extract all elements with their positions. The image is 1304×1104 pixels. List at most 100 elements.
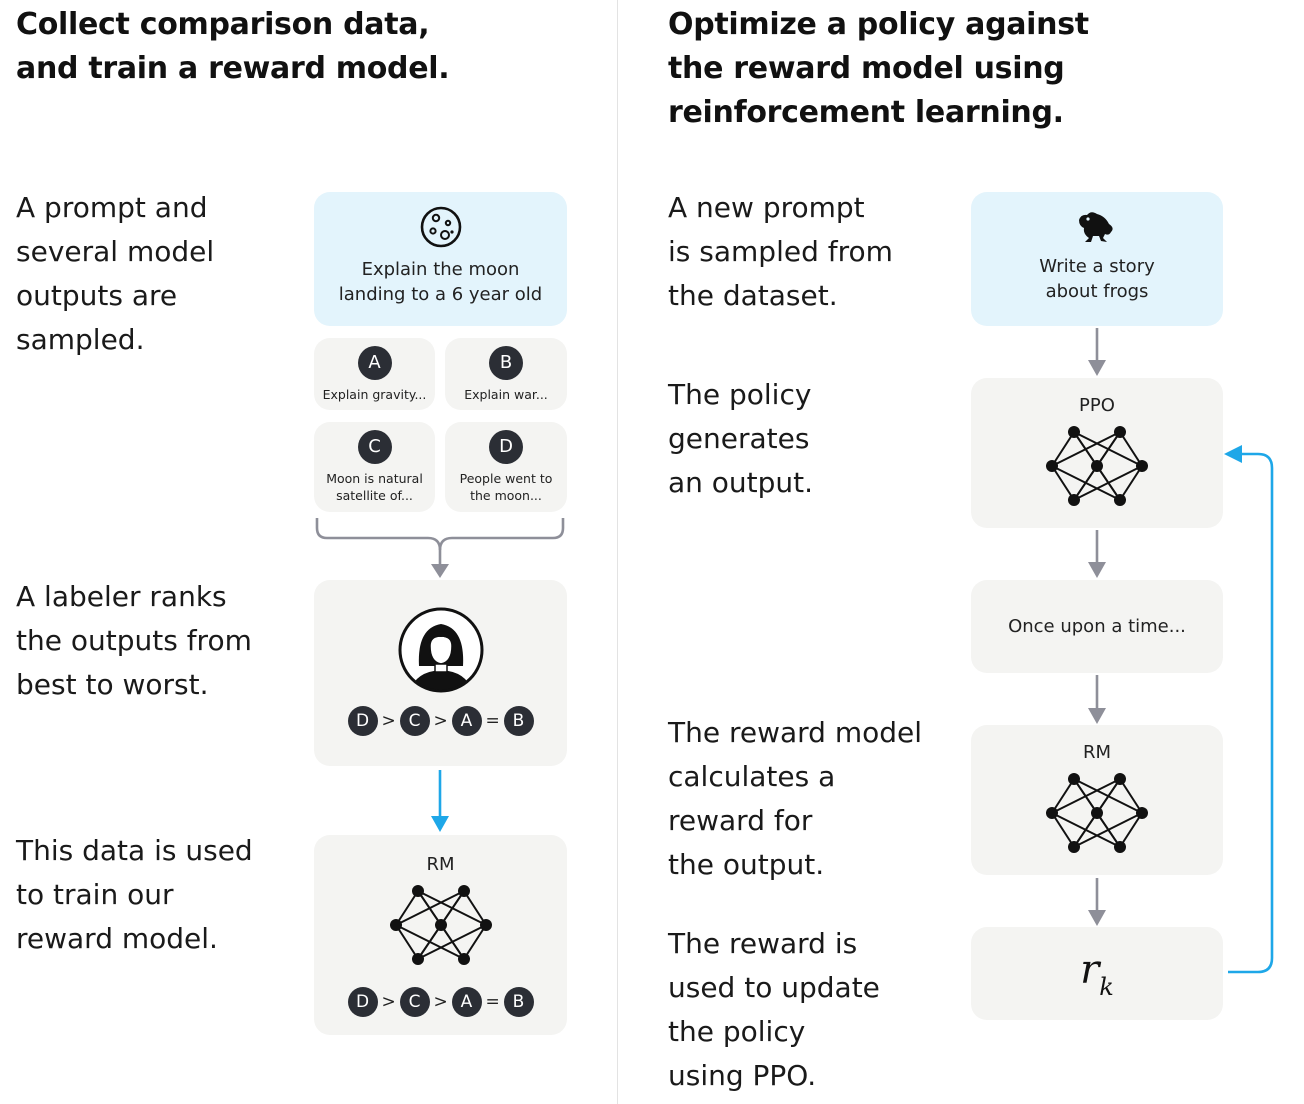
right-step2-text: The policy generates an output. [668,373,813,505]
option-badge: A [357,345,392,380]
text-line: This data is used [16,834,253,867]
rank-badge: C [399,706,430,736]
brace-right-arm [438,518,565,551]
right-title-line: Optimize a policy against [668,7,1089,42]
text-line: using PPO. [668,1059,817,1092]
text-line: Write a story [1039,256,1155,277]
column-divider [617,0,618,1104]
rank-operator: > [381,711,396,731]
feedback-loop-arrow [1228,452,1274,974]
right-title: Optimize a policy against the reward mod… [668,3,1089,135]
left-rm-box: RM D > C > A = B [314,835,567,1035]
arrowhead [1088,562,1106,578]
ranking-row: D > C > A = B [347,986,534,1017]
ppo-box: PPO [971,378,1223,528]
ppo-label: PPO [1079,394,1115,416]
prompt-text: Explain the moon landing to a 6 year old [339,257,542,307]
rm-label: RM [1082,741,1112,763]
text-line: The reward is [668,927,858,960]
labeler-box: D > C > A = B [314,580,567,766]
left-step2-text: A labeler ranks the outputs from best to… [16,575,252,707]
rank-operator: = [485,711,500,731]
feedback-arrowhead [1224,445,1242,463]
reward-symbol: rk [1080,947,1114,1001]
text-line: about frogs [1045,281,1149,302]
text-line: the policy [668,1015,806,1048]
option-c-card: C Moon is natural satellite of... [314,422,435,512]
text-line: People went to [459,471,553,486]
option-text: Explain gravity... [323,386,427,403]
right-step1-text: A new prompt is sampled from the dataset… [668,186,893,318]
right-step3-text: The reward model calculates a reward for… [668,711,922,887]
reward-box: rk [971,927,1223,1020]
option-d-card: D People went to the moon... [445,422,567,512]
left-title-line: Collect comparison data, [16,7,430,42]
moon-icon [420,206,461,248]
option-a-card: A Explain gravity... [314,338,435,410]
rank-operator: > [381,991,396,1012]
text-line: landing to a 6 year old [338,284,543,305]
option-badge: C [357,430,392,464]
text-line: used to update [668,971,880,1004]
text-line: several model [16,235,215,268]
text-line: outputs are [16,279,178,312]
text-line: A labeler ranks [16,580,227,613]
arrowhead [1088,910,1106,926]
left-title-line: and train a reward model. [16,51,450,86]
left-prompt-box: Explain the moon landing to a 6 year old [314,192,567,326]
option-badge: B [489,345,523,380]
text-line: calculates a [668,760,836,793]
arrowhead [1088,708,1106,724]
neural-network-icon [1046,772,1148,853]
left-step3-text: This data is used to train our reward mo… [16,829,253,961]
right-connectors [1088,328,1274,974]
left-connectors [315,518,565,832]
left-title: Collect comparison data, and train a rew… [16,3,450,91]
rank-operator: = [485,991,500,1012]
person-avatar-icon [398,607,483,693]
text-line: A prompt and [16,191,208,224]
output-box: Once upon a time... [971,580,1223,673]
text-line: the output. [668,848,825,881]
brace-left-arm [315,518,442,568]
reward-r: r [1080,946,1100,993]
neural-network-icon [389,884,492,965]
text-line: reward model. [16,922,218,955]
text-line: Explain the moon [361,259,520,280]
right-prompt-box: Write a story about frogs [971,192,1223,326]
text-line: is sampled from [668,235,893,268]
text-line: the dataset. [668,279,838,312]
right-step4-text: The reward is used to update the policy … [668,922,880,1098]
text-line: The policy [668,378,812,411]
text-line: the moon... [470,488,542,503]
text-line: Explain war... [464,386,548,402]
text-line: to train our [16,878,174,911]
frog-icon [1079,212,1113,242]
rank-badge: B [503,986,534,1017]
option-b-card: B Explain war... [445,338,567,410]
text-line: The reward model [668,716,923,749]
rank-badge: B [503,706,534,736]
arrowhead [1088,360,1106,376]
right-title-line: the reward model using [668,51,1065,86]
output-text: Once upon a time... [1008,616,1186,637]
text-line: reward for [668,804,813,837]
text-line: satellite of... [336,488,413,503]
rm-label: RM [426,853,455,875]
text-line: Moon is natural [326,471,423,486]
option-badge: D [489,430,523,464]
option-text: People went to the moon... [460,470,553,504]
reward-subscript: k [1099,972,1114,1001]
right-title-line: reinforcement learning. [668,95,1064,130]
rank-badge: D [347,986,378,1017]
ranking-row: D > C > A = B [347,706,534,736]
prompt-text: Write a story about frogs [1039,254,1155,304]
neural-network-icon [1046,425,1148,506]
left-step1-text: A prompt and several model outputs are s… [16,186,214,362]
text-line: Explain gravity... [322,386,427,402]
text-line: A new prompt [668,191,865,224]
text-line: generates [668,422,810,455]
right-rm-box: RM [971,725,1223,875]
blue-arrowhead [431,816,449,832]
rank-operator: > [433,711,448,731]
